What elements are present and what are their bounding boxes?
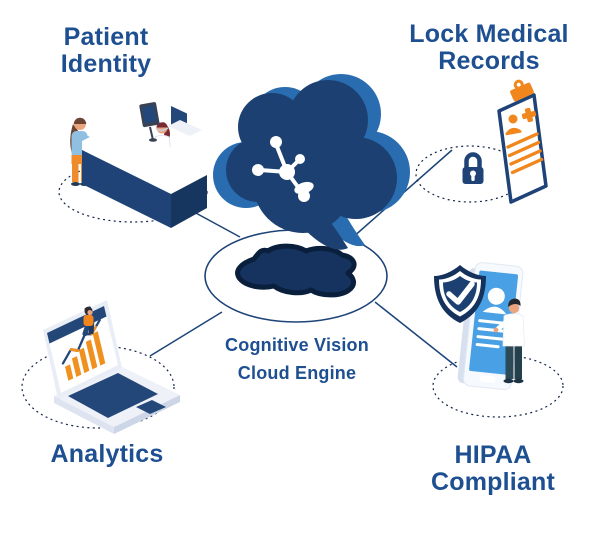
home-button [479,375,496,383]
desk-laptop-icon [155,101,202,136]
reception-desk-illustration [70,101,207,228]
analytics-laptop-illustration [43,300,180,434]
label-cognitive-vision-cloud-engine: Cognitive Vision Cloud Engine [225,331,369,387]
avatar [487,287,505,305]
connector-hipaa [374,301,458,368]
connector-lines [149,149,458,368]
cloud-network-icon [213,74,410,250]
label-hipaa-compliant: HIPAA Compliant [431,442,555,496]
label-line: Analytics [50,440,164,468]
clipboard-clip [510,79,534,102]
cloud-front-layer [226,80,397,250]
label-line: Cloud Engine [237,363,357,383]
label-line: Lock Medical [409,20,569,48]
patient-record-icon [505,107,537,136]
label-lock-medical-records: Lock Medical Records [409,21,568,75]
lock-icon [451,149,495,193]
label-analytics: Analytics [51,441,164,468]
clipboard-lock-illustration [451,79,548,204]
label-line: Patient [63,23,149,51]
phone-shield-illustration [434,262,525,391]
connector-analytics [149,311,223,357]
clipboard-icon [497,79,548,204]
record-text-lines [506,132,544,175]
laptop-base [54,366,180,434]
standing-person-figure [493,298,525,384]
label-line: Compliant [430,468,556,496]
molecule-icon [252,136,310,202]
profile-text-lines [475,319,511,349]
label-line: Identity [60,50,152,78]
label-patient-identity: Patient Identity [61,24,152,78]
label-line: HIPAA [454,441,532,469]
label-line: Records [438,47,540,75]
keyboard [68,373,158,418]
cloud-shadow-blob [235,243,357,298]
trackpad [136,400,166,414]
bar-chart-icon [65,331,106,381]
label-line: Cognitive Vision [225,335,369,355]
reception-desk [82,122,207,228]
center-platform [204,229,388,323]
shield-check-icon [434,265,486,323]
desk-monitor-icon [139,102,160,142]
laptop-screen [43,300,122,399]
sitting-person-figure [82,306,95,337]
